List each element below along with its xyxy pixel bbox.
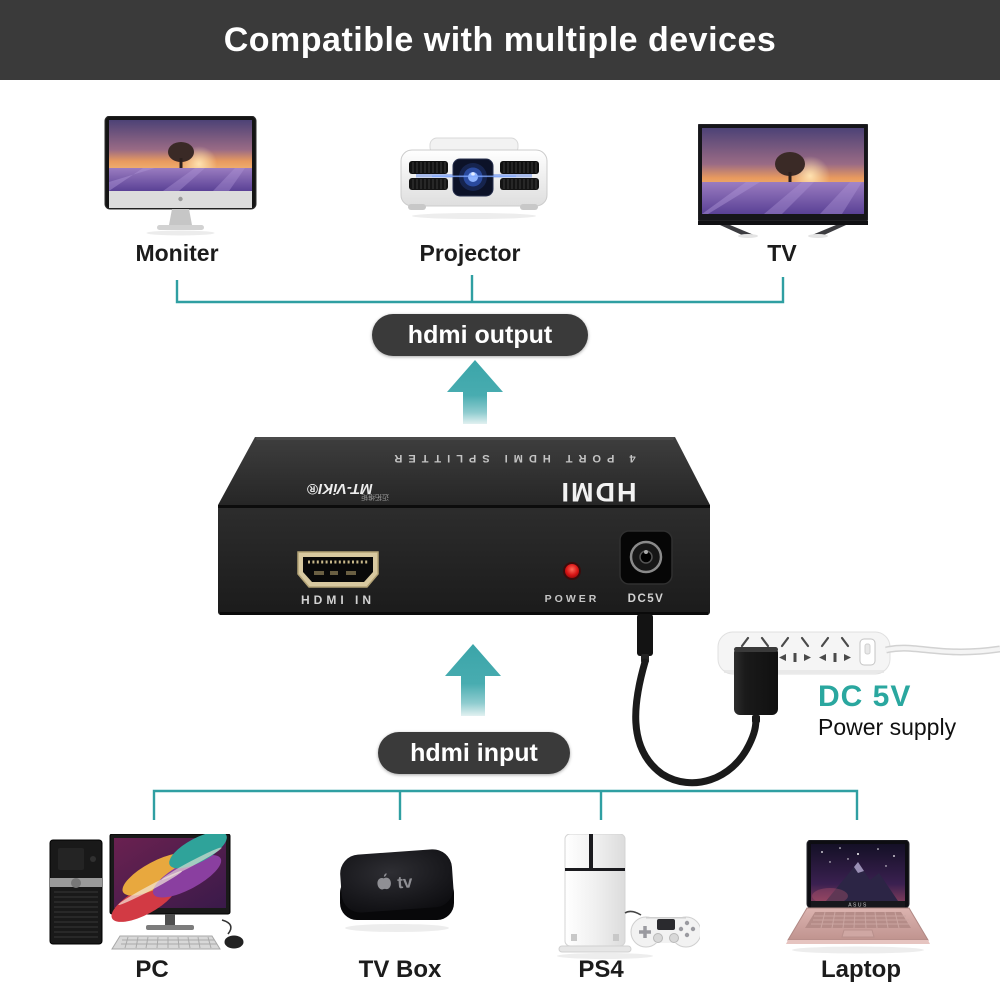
laptop-label: Laptop: [821, 956, 901, 983]
projector-image: [396, 134, 551, 222]
monitor-label: Moniter: [135, 240, 219, 266]
dc5v-jack-label: DC5V: [628, 593, 665, 605]
pc-label: PC: [135, 956, 169, 983]
power-led: [563, 562, 581, 580]
monitor-graphic: [104, 116, 257, 236]
projector-graphic: [400, 137, 548, 219]
tvbox-graphic: tv: [340, 849, 454, 932]
pc-graphic: [49, 834, 244, 950]
monitor-image: [103, 116, 258, 240]
ps4-image: [545, 834, 700, 960]
laptop-brand-text: ASUS: [848, 902, 868, 908]
splitter-brand: MT-ViKI®: [306, 480, 372, 497]
hdmi-output-label: hdmi output: [407, 320, 553, 349]
outlet-slots: [740, 636, 850, 648]
hdmi-in-port: [297, 551, 379, 588]
hdmi-input-pill: hdmi input: [378, 732, 570, 774]
hdmi-splitter-graphic: 4 PORT HDMI SPLITTER MT-ViKI® 迈拓维矩 HDMI …: [218, 437, 710, 615]
ps4-graphic: [557, 834, 700, 959]
tv-label: TV: [767, 240, 797, 266]
dc5v-jack: [619, 530, 673, 585]
top-bracket-line: [175, 275, 785, 304]
tv-image: [698, 124, 868, 238]
dc5v-text: DC 5V: [818, 680, 912, 713]
hdmi-input-label: hdmi input: [410, 738, 538, 767]
power-adapter-graphic: [734, 647, 778, 723]
tvbox-logo-art: [377, 873, 391, 890]
page-title: Compatible with multiple devices: [223, 20, 777, 59]
bottom-bracket-line: [152, 789, 859, 820]
hdmi-in-port-label: HDMI IN: [301, 593, 375, 607]
splitter-top-text: 4 PORT HDMI SPLITTER: [388, 452, 635, 464]
tv-graphic: [698, 124, 868, 238]
hdmi-splitter-image: 4 PORT HDMI SPLITTER MT-ViKI® 迈拓维矩 HDMI …: [210, 430, 720, 620]
strip-power-cable: [885, 644, 1000, 656]
power-led-label: POWER: [545, 593, 600, 605]
splitter-brand-cn: 迈拓维矩: [361, 493, 389, 502]
up-arrow-input-icon: [445, 644, 501, 716]
ps4-label: PS4: [578, 956, 624, 983]
splitter-top-face: [218, 437, 710, 505]
laptop-image: ASUS: [782, 840, 938, 956]
header-banner: Compatible with multiple devices: [0, 0, 1000, 80]
splitter-hdmi-logo: HDMI: [560, 477, 637, 507]
up-arrow-output-icon: [447, 360, 503, 424]
ps4-controller: [624, 910, 700, 948]
tvbox-logo-text: tv: [397, 872, 414, 892]
pc-image: [48, 834, 253, 960]
projector-label: Projector: [419, 240, 521, 266]
hdmi-output-pill: hdmi output: [372, 314, 588, 356]
power-adapter-image: [730, 644, 782, 724]
tvbox-image: tv: [330, 846, 465, 936]
laptop-graphic: ASUS: [786, 840, 930, 954]
power-supply-text: Power supply: [818, 714, 957, 740]
tvbox-label: TV Box: [358, 956, 442, 983]
